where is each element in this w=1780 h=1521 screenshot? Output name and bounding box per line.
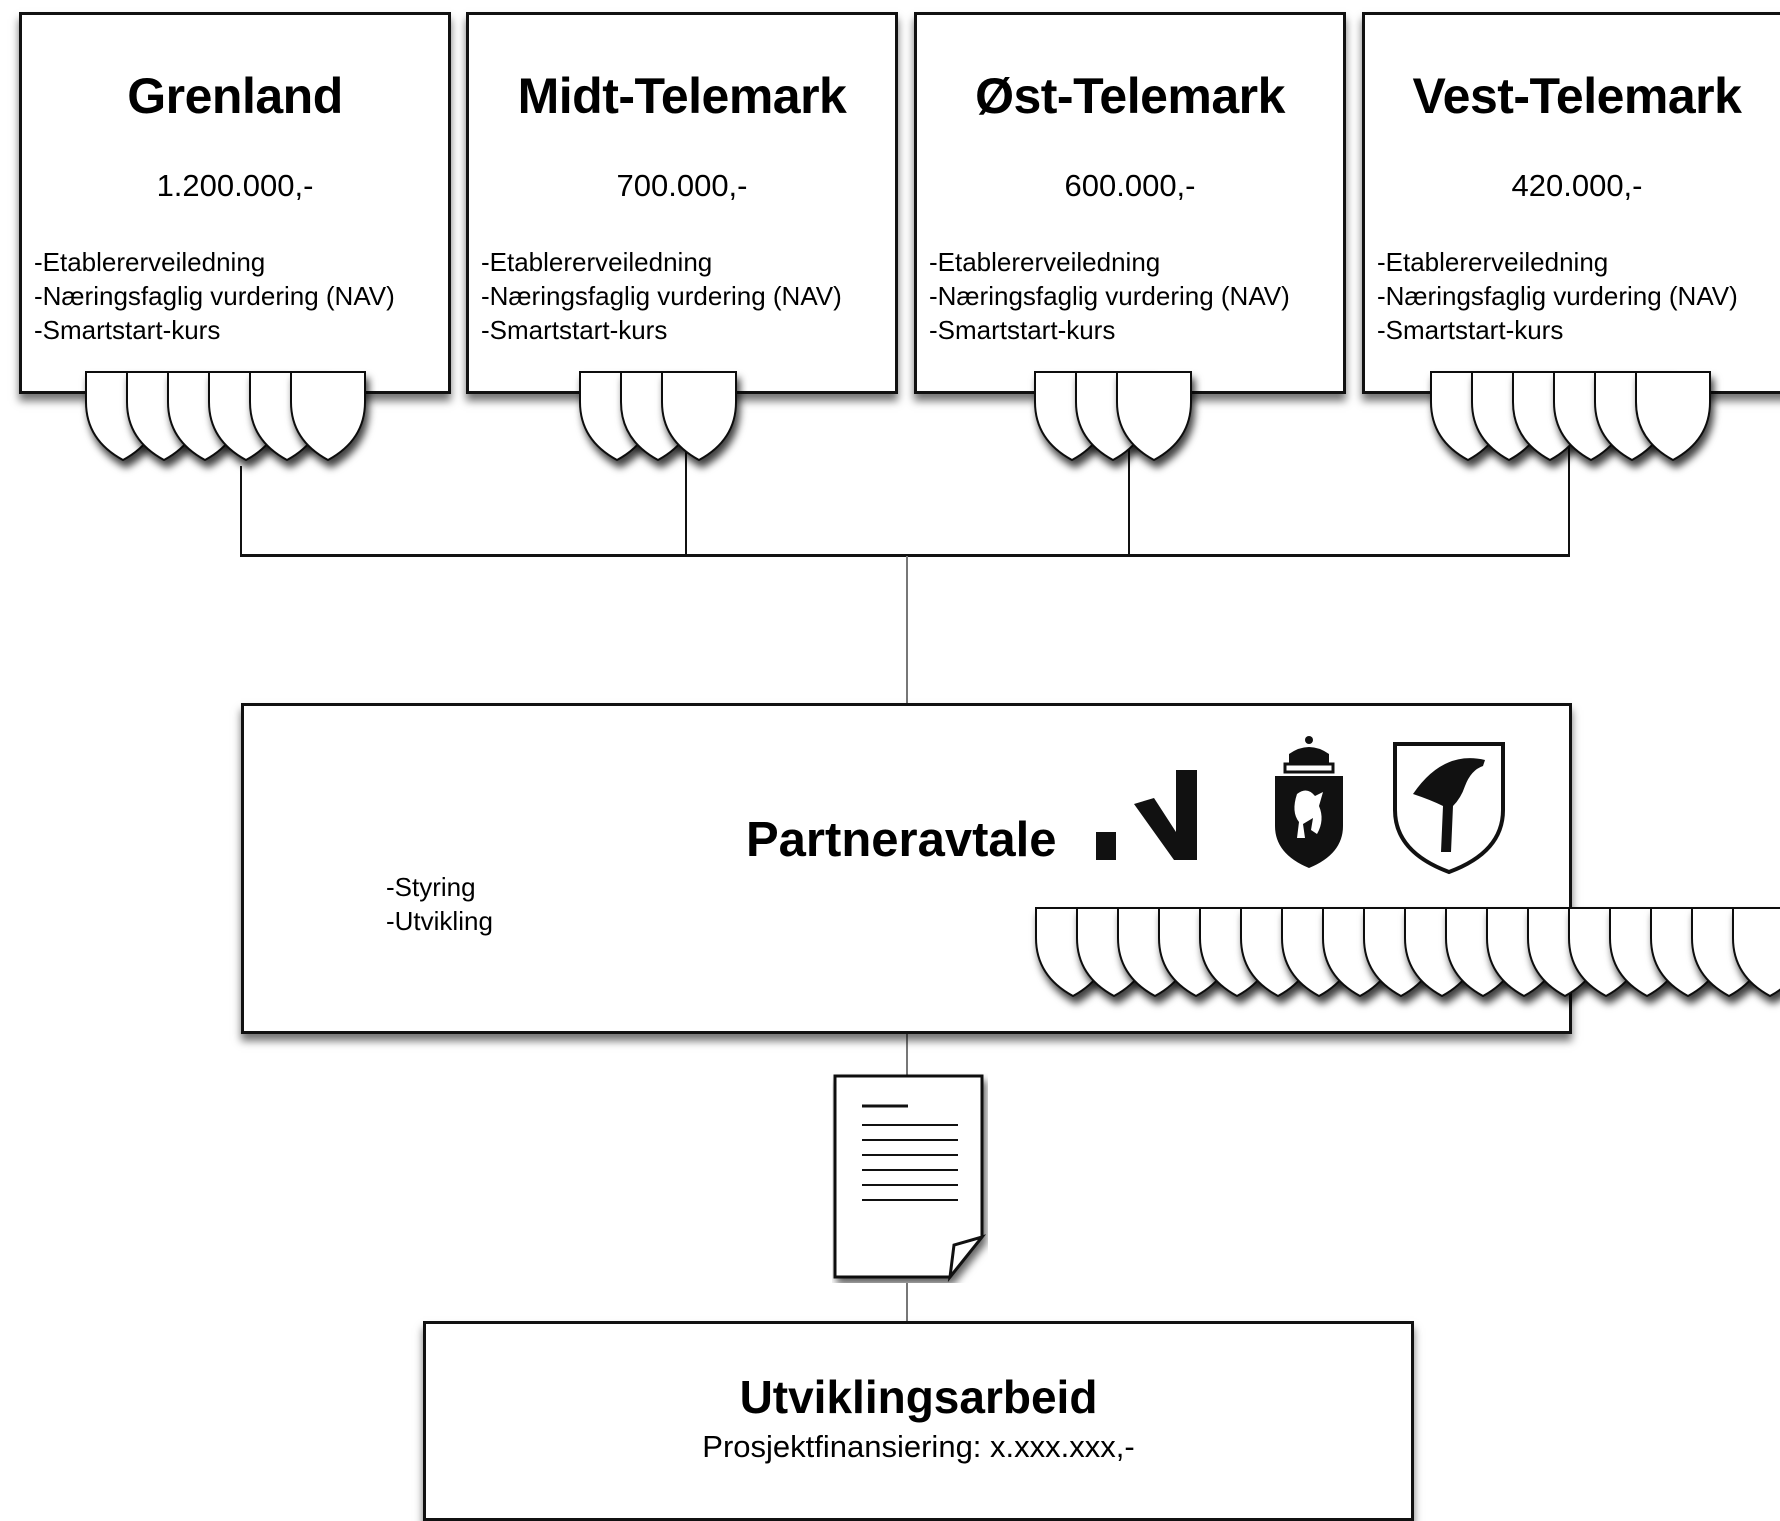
region-item: -Smartstart-kurs [1377, 315, 1564, 345]
region-items: -Etablererveiledning -Næringsfaglig vurd… [481, 245, 842, 347]
municipality-shield-icon [1635, 371, 1711, 462]
region-box-vest-telemark: Vest-Telemark 420.000,- -Etablererveiled… [1362, 12, 1780, 394]
connector-midt [685, 440, 687, 556]
region-amount: 700.000,- [616, 168, 748, 203]
region-item: -Næringsfaglig vurdering (NAV) [929, 281, 1290, 311]
municipality-shield-icon [1732, 907, 1780, 998]
region-item: -Etablererveiledning [1377, 247, 1609, 277]
royal-coat-of-arms-icon [1275, 736, 1343, 868]
region-box-midt-telemark: Midt-Telemark 700.000,- -Etablererveiled… [466, 12, 898, 394]
region-item: -Etablererveiledning [481, 247, 713, 277]
partner-item: -Styring [386, 872, 476, 902]
connector-to-partner [906, 556, 908, 704]
development-subtitle: Prosjektfinansiering: x.xxx.xxx,- [702, 1429, 1135, 1464]
region-item: -Etablererveiledning [34, 247, 266, 277]
connector-horizontal [240, 554, 1570, 557]
telemark-county-shield-icon [1393, 742, 1505, 875]
region-item: -Næringsfaglig vurdering (NAV) [481, 281, 842, 311]
region-title: Øst-Telemark [975, 68, 1285, 124]
region-title: Midt-Telemark [517, 68, 847, 124]
development-work-box: Utviklingsarbeid Prosjektfinansiering: x… [423, 1321, 1414, 1521]
region-box-ost-telemark: Øst-Telemark 600.000,- -Etablererveiledn… [914, 12, 1346, 394]
connector-to-document [906, 1034, 908, 1076]
region-item: -Smartstart-kurs [929, 315, 1116, 345]
region-items: -Etablererveiledning -Næringsfaglig vurd… [929, 245, 1290, 347]
connector-grenland [240, 466, 242, 556]
development-title: Utviklingsarbeid [739, 1371, 1098, 1423]
region-item: -Næringsfaglig vurdering (NAV) [1377, 281, 1738, 311]
region-title: Grenland [127, 68, 343, 124]
region-title: Vest-Telemark [1412, 68, 1742, 124]
municipality-shield-icon [290, 371, 366, 462]
partner-item: -Utvikling [386, 906, 493, 936]
document-icon [833, 1074, 987, 1283]
municipality-shields-grenland [85, 371, 366, 462]
municipality-shield-icon [1116, 371, 1192, 462]
municipality-shields-midt-telemark [579, 371, 737, 462]
partner-title: Partneravtale [746, 813, 1057, 867]
municipality-shields-all [1035, 907, 1780, 998]
region-item: -Smartstart-kurs [481, 315, 668, 345]
innovasjon-norge-logo [1096, 770, 1197, 860]
region-item: -Etablererveiledning [929, 247, 1161, 277]
connector-ost [1128, 440, 1130, 556]
municipality-shield-icon [661, 371, 737, 462]
municipality-shields-vest-telemark [1430, 371, 1711, 462]
region-amount: 420.000,- [1511, 168, 1643, 203]
partner-items: -Styring -Utvikling [386, 870, 493, 938]
region-amount: 1.200.000,- [156, 168, 314, 203]
connector-vest [1568, 440, 1570, 556]
connector-to-development [906, 1283, 908, 1323]
region-items: -Etablererveiledning -Næringsfaglig vurd… [34, 245, 395, 347]
region-amount: 600.000,- [1064, 168, 1196, 203]
region-item: -Smartstart-kurs [34, 315, 221, 345]
region-items: -Etablererveiledning -Næringsfaglig vurd… [1377, 245, 1738, 347]
region-item: -Næringsfaglig vurdering (NAV) [34, 281, 395, 311]
partner-agreement-box: Partneravtale -Styring -Utvikling [241, 703, 1780, 1034]
municipality-shields-ost-telemark [1034, 371, 1192, 462]
region-box-grenland: Grenland 1.200.000,- -Etablererveilednin… [19, 12, 451, 394]
